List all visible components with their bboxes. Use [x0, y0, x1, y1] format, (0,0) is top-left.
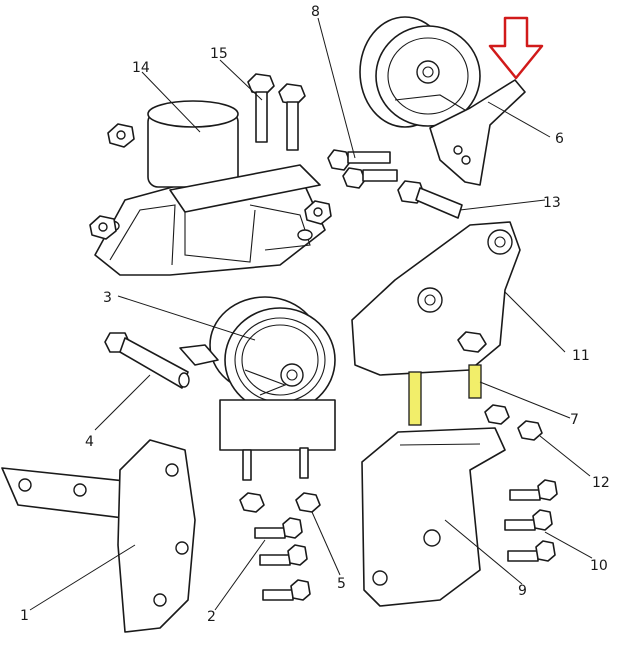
part-9-bracket	[361, 427, 506, 607]
part-3-mount	[179, 296, 336, 481]
part-1-bracket	[1, 439, 196, 633]
part-7-studs	[408, 364, 482, 426]
nut-right-bottom	[304, 200, 332, 225]
callout-5: 5	[337, 576, 346, 592]
callout-13: 13	[543, 195, 561, 211]
callout-1: 1	[20, 608, 29, 624]
part-15-bolts	[247, 73, 306, 151]
nut-left-bottom	[89, 215, 117, 240]
callout-10: 10	[590, 558, 608, 574]
callout-3: 3	[103, 290, 112, 306]
callout-12: 12	[592, 475, 610, 491]
part-12-nuts	[484, 404, 543, 441]
callout-2: 2	[207, 609, 216, 625]
part-2-bolts	[254, 517, 311, 601]
callout-8: 8	[311, 4, 320, 20]
part-5-nuts	[239, 492, 321, 513]
down-arrow-outline-icon	[488, 16, 544, 80]
part-4-bolt	[104, 332, 190, 389]
callout-15: 15	[210, 46, 228, 62]
callout-4: 4	[85, 434, 94, 450]
nut-left-top	[107, 123, 135, 148]
callout-6: 6	[555, 131, 564, 147]
part-6-mount	[359, 16, 526, 186]
part-10-bolts	[504, 479, 558, 562]
part-14-mount-block	[94, 100, 326, 276]
part-13-bolt	[397, 180, 463, 219]
callout-9: 9	[518, 583, 527, 599]
callout-7: 7	[570, 412, 579, 428]
callout-11: 11	[572, 348, 590, 364]
part-8-bolts	[327, 149, 398, 189]
leader-lines	[29, 17, 593, 611]
callout-14: 14	[132, 60, 150, 76]
part-11-bracket	[351, 221, 521, 376]
